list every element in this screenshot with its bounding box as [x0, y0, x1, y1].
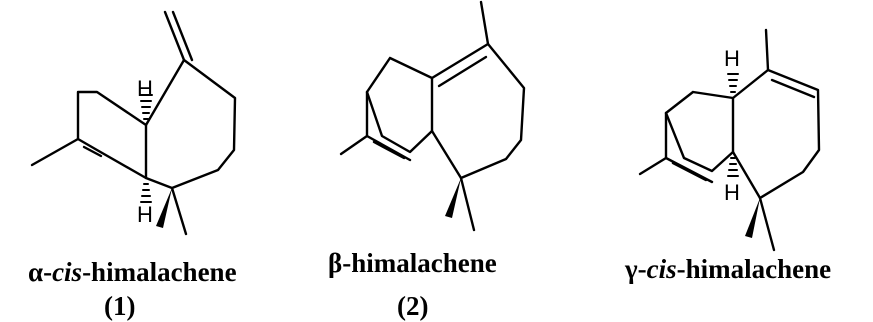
compound-2-number: (2) — [397, 291, 428, 321]
compound-1-structure: H H — [30, 10, 237, 236]
compound-1-name-greek: α- — [28, 257, 52, 287]
compound-1-number: (1) — [104, 291, 135, 321]
compound-1-h-bottom: H — [137, 202, 153, 227]
compound-2-structure — [339, 0, 526, 232]
compound-3-structure: H H — [638, 28, 821, 252]
compound-3-h-bottom: H — [724, 180, 740, 205]
compound-3-h-top: H — [724, 46, 740, 71]
compound-1-name-italic: cis — [52, 257, 82, 287]
compound-3-name-suffix: -himalachene — [677, 254, 832, 284]
compound-3-hashed-bond-top — [727, 73, 739, 93]
compound-2-name: β-himalachene — [328, 248, 497, 278]
compound-3-name-italic: cis — [647, 254, 677, 284]
compound-1-h-top: H — [137, 76, 153, 101]
compound-3-name-greek: γ- — [624, 254, 647, 284]
compound-1-name: α-cis-himalachene — [28, 257, 237, 287]
compound-1-name-suffix: -himalachene — [82, 257, 237, 287]
compound-1-hashed-bond-top — [139, 94, 153, 120]
compound-1-hashed-bond-bottom — [140, 183, 152, 203]
compound-3-name: γ-cis-himalachene — [624, 254, 831, 284]
compound-3-hashed-bond-bottom — [727, 157, 739, 177]
